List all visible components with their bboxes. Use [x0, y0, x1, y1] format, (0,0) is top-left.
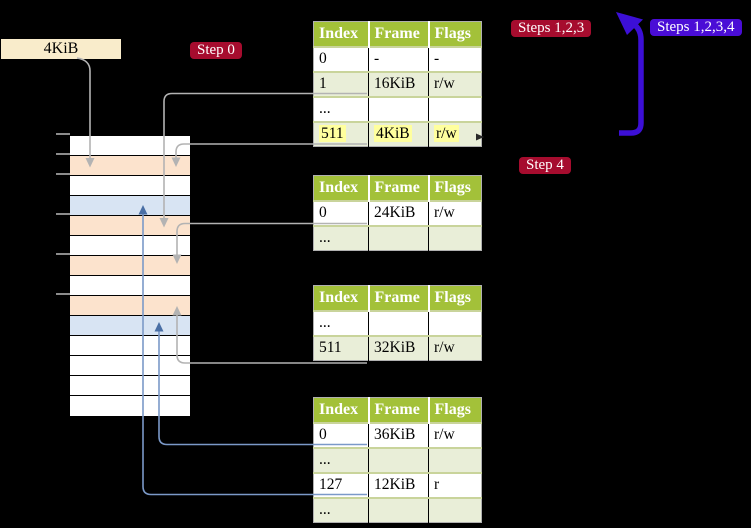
table-cell: 127: [313, 471, 369, 498]
column-header: Index: [313, 397, 369, 423]
table-cell: [368, 446, 429, 473]
column-header: Flags: [427, 397, 482, 423]
column-header: Index: [313, 21, 369, 47]
highlighted-value: 4KiB: [374, 125, 412, 143]
table-cell: 24KiB: [368, 199, 429, 226]
address-tick: [56, 213, 70, 215]
memory-frame-free: [70, 356, 190, 376]
table-cell: r/w: [428, 120, 482, 147]
memory-frame-free: [70, 396, 190, 416]
table-cell: [428, 496, 482, 523]
column-header: Flags: [427, 285, 482, 311]
table-cell: [428, 95, 482, 122]
table-cell: r: [428, 471, 482, 498]
table-cell: [368, 95, 429, 122]
table-cell: 32KiB: [368, 334, 429, 361]
badge-steps-1-2-3: Steps 1,2,3: [511, 20, 592, 37]
column-header: Frame: [367, 285, 429, 311]
memory-frame-free: [70, 276, 190, 296]
table-cell: [368, 496, 429, 523]
memory-frame-page: [70, 196, 190, 216]
table-cell: ...: [313, 224, 369, 251]
memory-frame-free: [70, 236, 190, 256]
physical-memory-column: [69, 135, 191, 417]
table-row: 0--: [313, 45, 482, 72]
table-cell: [428, 224, 482, 251]
table-cell: 0: [313, 199, 369, 226]
address-tick: [56, 153, 70, 155]
table-cell: ...: [313, 446, 369, 473]
table-cell: r/w: [428, 334, 482, 361]
memory-frame-table: [70, 296, 190, 316]
table-cell: 1: [313, 70, 369, 97]
table-cell: 16KiB: [368, 70, 429, 97]
table-cell: 4KiB: [368, 120, 429, 147]
table-cell: ...: [313, 496, 369, 523]
column-header: Index: [313, 175, 369, 201]
column-header: Frame: [367, 21, 429, 47]
table-cell: [368, 309, 429, 336]
arrow-recursive-loop: [616, 12, 644, 136]
memory-frame-free: [70, 336, 190, 356]
table-cell: 511: [313, 334, 369, 361]
memory-frame-table: [70, 216, 190, 236]
column-header: Frame: [367, 397, 429, 423]
table-cell: r/w: [428, 199, 482, 226]
table-cell: -: [428, 45, 482, 72]
table-cell: 12KiB: [368, 471, 429, 498]
column-header: Index: [313, 285, 369, 311]
arrow-l4-entry511-to-4kib-frame: [171, 143, 367, 167]
address-tick: [56, 133, 70, 135]
memory-frame-free: [70, 376, 190, 396]
badge-step-4: Step 4: [519, 157, 571, 174]
frame-4kib-label: 4KiB: [1, 39, 121, 59]
table-row: ...: [313, 224, 482, 251]
table-cell: ...: [313, 309, 369, 336]
table-row: 511 4KiB r/w: [313, 120, 482, 147]
table-cell: 511: [313, 120, 369, 147]
memory-frame-free: [70, 176, 190, 196]
highlighted-value: r/w: [434, 125, 459, 143]
table-row: ...: [313, 95, 482, 122]
memory-frame-page: [70, 316, 190, 336]
column-header: Flags: [427, 21, 482, 47]
table-row: ...: [313, 309, 482, 336]
table-cell: 0: [313, 45, 369, 72]
address-tick: [56, 173, 70, 175]
memory-frame-free: [70, 136, 190, 156]
table-cell: [368, 224, 429, 251]
table-cell: r/w: [428, 70, 482, 97]
table-cell: r/w: [428, 421, 482, 448]
table-row: ...: [313, 496, 482, 523]
memory-frame-table: [70, 256, 190, 276]
table-row: ...: [313, 446, 482, 473]
address-tick: [56, 253, 70, 255]
table-cell: ...: [313, 95, 369, 122]
table-cell: [428, 309, 482, 336]
address-tick: [56, 293, 70, 295]
column-header: Frame: [367, 175, 429, 201]
badge-steps-1-2-3-4: Steps 1,2,3,4: [650, 19, 742, 36]
table-cell: [428, 446, 482, 473]
memory-frame-table: [70, 156, 190, 176]
column-header: Flags: [427, 175, 482, 201]
table-cell: 36KiB: [368, 421, 429, 448]
highlighted-value: 511: [319, 125, 346, 143]
table-cell: -: [368, 45, 429, 72]
badge-step-0: Step 0: [190, 42, 242, 59]
table-cell: 0: [313, 421, 369, 448]
